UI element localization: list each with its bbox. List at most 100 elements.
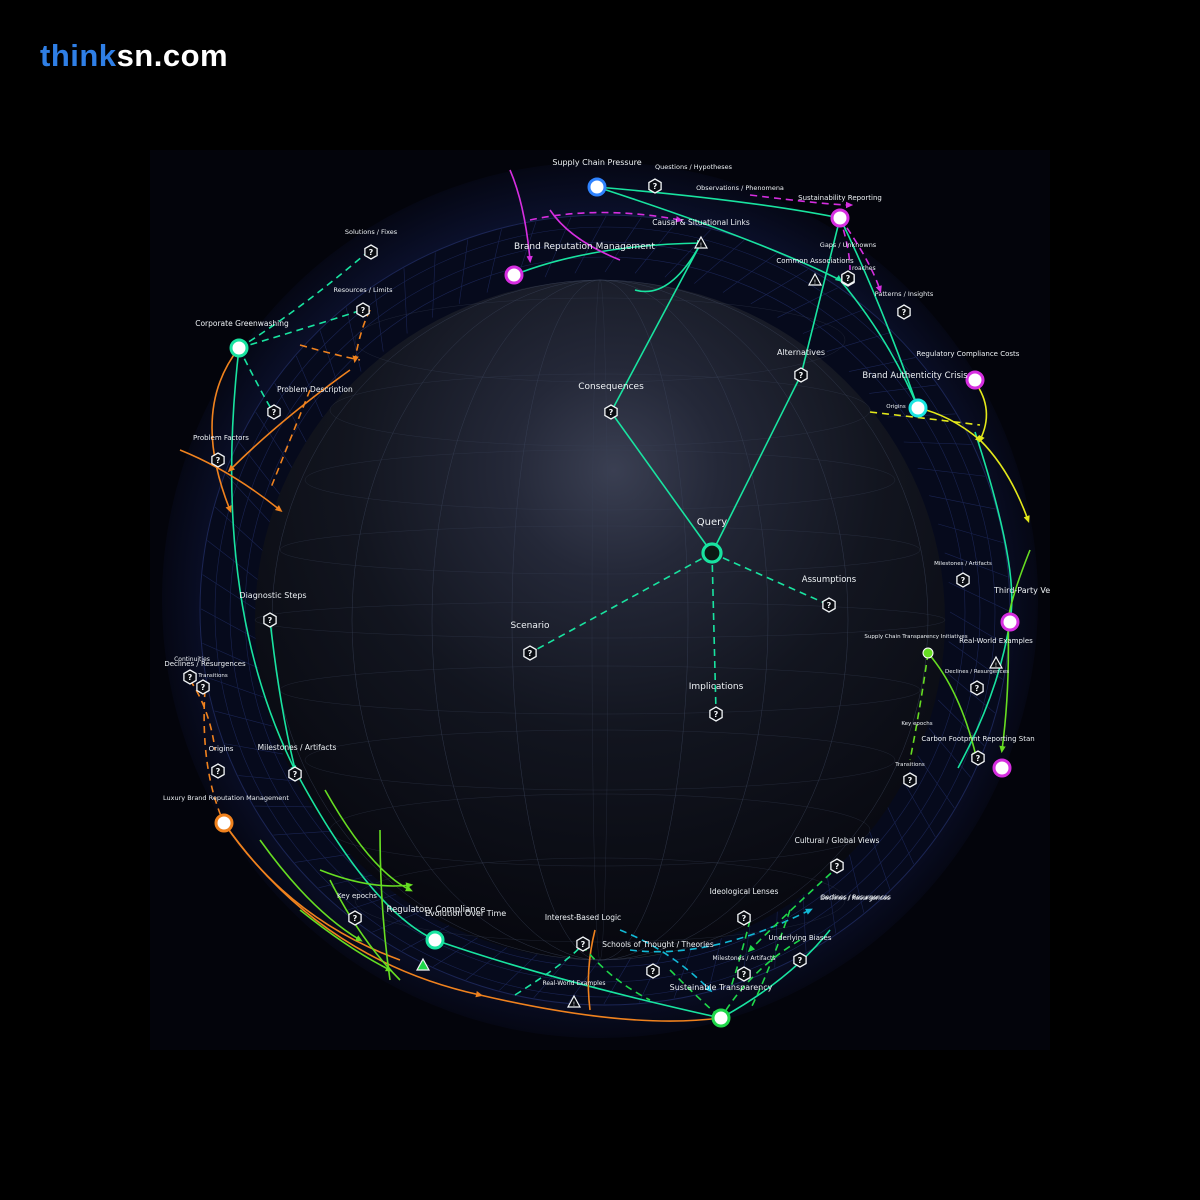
node-circle[interactable]: [965, 370, 985, 390]
node-consequences[interactable]: ?Consequences: [578, 382, 644, 420]
question-hex-icon[interactable]: [348, 910, 362, 926]
node-corporate-greenwashing[interactable]: Corporate Greenwashing: [195, 319, 289, 358]
question-hex-icon[interactable]: [903, 772, 917, 788]
warning-triangle-icon[interactable]: [807, 272, 823, 286]
question-hex-icon[interactable]: [576, 936, 590, 952]
question-hex-icon[interactable]: [709, 706, 723, 722]
node-patterns-insights[interactable]: ?Patterns / Insights: [875, 290, 934, 320]
node-common-associations[interactable]: !Common Associations: [776, 257, 854, 286]
node-evolution-over-time[interactable]: [415, 957, 431, 971]
warning-triangle-icon[interactable]: [988, 655, 1004, 669]
question-hex-icon[interactable]: [523, 645, 537, 661]
knowledge-graph[interactable]: Query ?Consequences ?Alternatives ?Assumpti…: [150, 150, 1050, 1050]
question-hex-icon[interactable]: [971, 750, 985, 766]
question-hex-icon[interactable]: [211, 452, 225, 468]
node-milestones-bottom[interactable]: ?Milestones / Artifacts: [713, 955, 776, 982]
question-hex-icon[interactable]: [648, 178, 662, 194]
node-problem-factors[interactable]: ?Problem Factors: [193, 434, 249, 468]
question-hex-icon[interactable]: [364, 244, 378, 260]
node-resources-limits[interactable]: ?Resources / Limits: [333, 286, 393, 318]
question-hex-icon[interactable]: [196, 679, 210, 695]
node-milestones-right[interactable]: ?Milestones / Artifacts: [934, 561, 992, 588]
node-solutions-fixes[interactable]: ?Solutions / Fixes: [345, 228, 398, 260]
question-hex-icon[interactable]: [970, 680, 984, 696]
node-circle[interactable]: [711, 1008, 731, 1028]
node-brand-reputation-management[interactable]: Brand Reputation Management: [504, 242, 655, 285]
node-carbon-footprint[interactable]: ?Carbon Footprint Reporting Stan: [921, 735, 1035, 766]
node-sustainable-transparency[interactable]: Sustainable Transparency: [670, 983, 773, 1028]
node-circle[interactable]: [229, 338, 249, 358]
question-mark-icon: ?: [827, 601, 832, 610]
node-brand-authenticity-crisis[interactable]: Brand Authenticity Crisis: [862, 370, 985, 390]
question-hex-icon[interactable]: [604, 404, 618, 420]
node-declines-bottom[interactable]: Declines / Resurgences: [820, 895, 890, 902]
node-gaps-unknowns[interactable]: ?Gaps / Unknowns: [820, 241, 877, 286]
node-origins-left[interactable]: ?Origins: [209, 745, 234, 779]
node-circle[interactable]: [908, 398, 928, 418]
question-mark-icon: ?: [201, 683, 206, 692]
question-hex-icon[interactable]: [263, 612, 277, 628]
question-hex-icon[interactable]: [822, 597, 836, 613]
question-hex-icon[interactable]: [288, 766, 302, 782]
node-assumptions[interactable]: ?Assumptions: [802, 575, 857, 613]
node-supply-chain-transparency[interactable]: Supply Chain Transparency Initiatives: [864, 634, 968, 659]
node-problem-description[interactable]: ?Problem Description: [267, 385, 353, 420]
node-origins-right[interactable]: Origins: [886, 398, 928, 418]
node-scenario[interactable]: ?Scenario: [510, 621, 550, 661]
node-circle[interactable]: [425, 930, 445, 950]
node-origins-right[interactable]: [992, 758, 1012, 778]
question-hex-icon[interactable]: [841, 270, 855, 286]
question-hex-icon[interactable]: [793, 952, 807, 968]
node-real-world-right[interactable]: !Real-World Examples: [959, 637, 1033, 669]
node-declines-left[interactable]: ?Declines / Resurgences: [164, 660, 246, 685]
node-regulatory-compliance-costs[interactable]: Regulatory Compliance Costs: [917, 350, 1020, 358]
knowledge-graph-canvas[interactable]: Query ?Consequences ?Alternatives ?Assumpti…: [150, 150, 1050, 1050]
question-hex-icon[interactable]: [646, 963, 660, 979]
node-label: Cultural / Global Views: [795, 836, 880, 845]
node-circle[interactable]: [1000, 612, 1020, 632]
node-supply-chain-pressure[interactable]: Supply Chain Pressure: [552, 158, 642, 197]
node-implications[interactable]: ?Implications: [689, 682, 744, 722]
node-third-party[interactable]: Third-Party Verification Ser: [993, 586, 1050, 632]
node-diagnostic-steps[interactable]: ?Diagnostic Steps: [239, 591, 307, 628]
question-hex-icon[interactable]: [356, 302, 370, 318]
node-key-epochs-right[interactable]: Key epochs: [901, 721, 932, 727]
node-transitions-left[interactable]: ?Transitions: [196, 673, 228, 695]
question-hex-icon[interactable]: [794, 367, 808, 383]
question-hex-icon[interactable]: [737, 966, 751, 982]
node-alternatives[interactable]: ?Alternatives: [777, 348, 825, 383]
question-hex-icon[interactable]: [183, 669, 197, 685]
node-milestones-left[interactable]: ?Milestones / Artifacts: [258, 743, 337, 782]
warning-triangle-icon[interactable]: [415, 957, 431, 971]
node-circle[interactable]: [992, 758, 1012, 778]
node-causal-links[interactable]: !Causal & Situational Links: [652, 218, 750, 249]
node-sustainability-reporting[interactable]: Sustainability Reporting: [798, 194, 882, 228]
node-circle[interactable]: [504, 265, 524, 285]
query-node-circle[interactable]: [701, 542, 723, 564]
node-underlying-biases[interactable]: ?Underlying Biases: [769, 934, 832, 968]
node-circle[interactable]: [922, 647, 934, 659]
warning-triangle-icon[interactable]: [566, 994, 582, 1008]
node-real-world-bottom[interactable]: !Real-World Examples: [542, 980, 605, 1008]
question-hex-icon[interactable]: [211, 763, 225, 779]
node-circle[interactable]: [587, 177, 607, 197]
node-circle[interactable]: [214, 813, 234, 833]
node-query[interactable]: Query: [697, 517, 727, 564]
node-circle[interactable]: [830, 208, 850, 228]
question-hex-icon[interactable]: [897, 304, 911, 320]
question-hex-icon[interactable]: [956, 572, 970, 588]
node-luxury-brand[interactable]: Luxury Brand Reputation Management: [163, 794, 289, 833]
node-declines-right[interactable]: ?Declines / Resurgences: [945, 669, 1009, 696]
node-interest-based-logic[interactable]: ?Interest-Based Logic: [545, 913, 621, 952]
node-transitions-right[interactable]: ?Transitions: [894, 762, 925, 788]
node-key-epochs-left[interactable]: ?Key epochs: [337, 892, 377, 926]
node-questions-hypotheses[interactable]: ?Questions / Hypotheses: [648, 163, 733, 194]
node-ideological-lenses[interactable]: ?Ideological Lenses: [710, 887, 779, 926]
warning-triangle-icon[interactable]: [693, 235, 709, 249]
node-cultural-global[interactable]: ?Cultural / Global Views: [795, 836, 880, 874]
node-schools-of-thought[interactable]: ?Schools of Thought / Theories: [602, 940, 714, 979]
question-hex-icon[interactable]: [830, 858, 844, 874]
question-hex-icon[interactable]: [267, 404, 281, 420]
node-evolution-over-time[interactable]: Evolution Over Time: [425, 909, 506, 950]
question-hex-icon[interactable]: [737, 910, 751, 926]
